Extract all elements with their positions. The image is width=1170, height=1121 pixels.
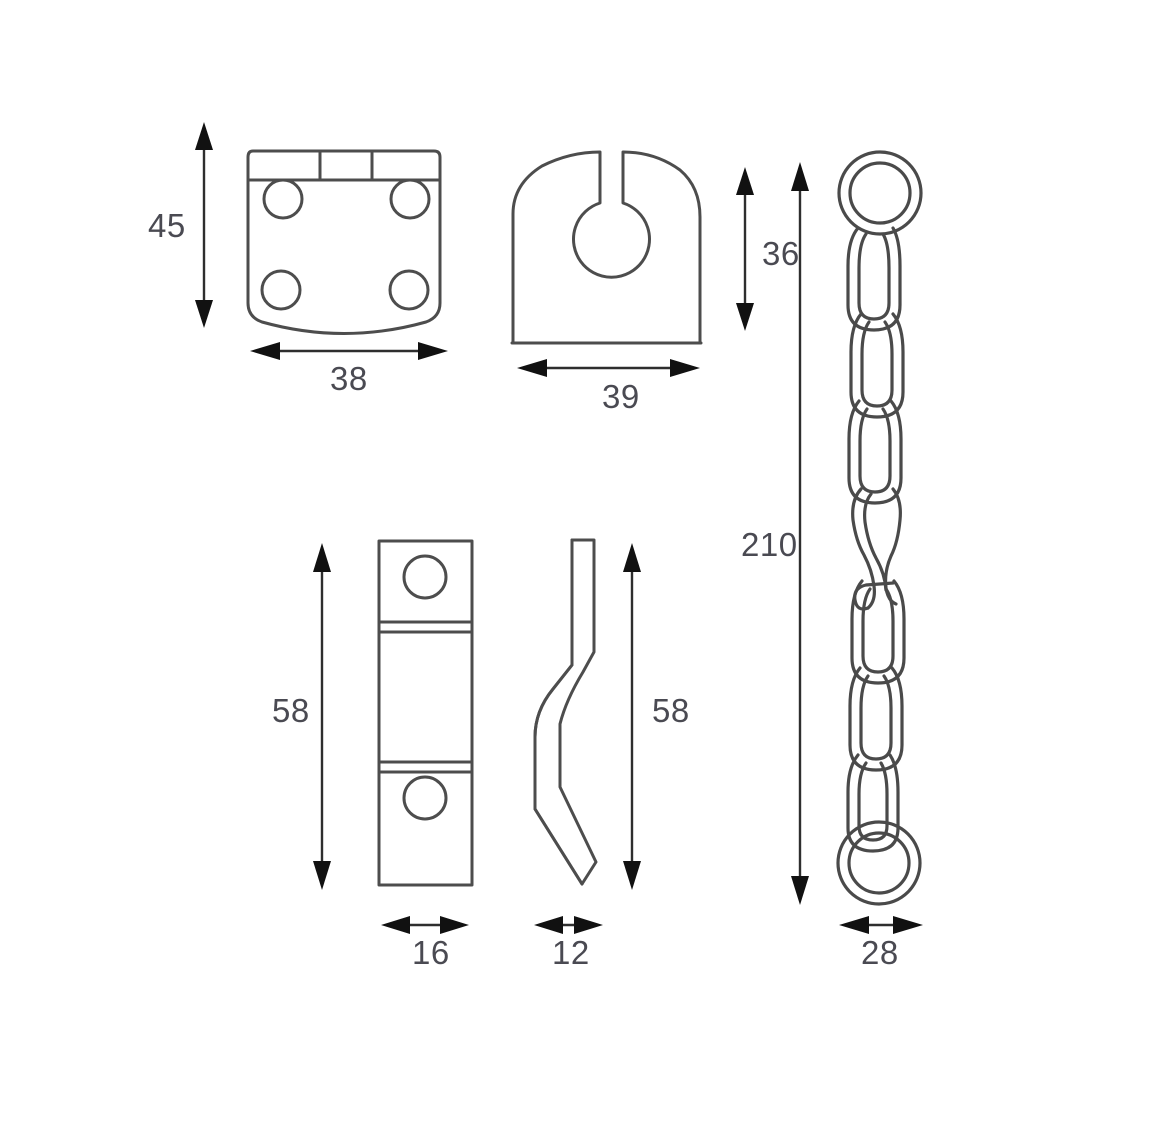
chain-link-5-outer xyxy=(850,579,906,685)
chain-link-6-inner xyxy=(859,674,893,761)
dim-plate-width xyxy=(381,916,469,934)
mounting-plate-outline xyxy=(377,539,474,887)
s-profile-curve xyxy=(533,538,584,886)
chain-ring-bottom-inner xyxy=(847,831,911,895)
dim-keeper-height xyxy=(736,167,754,331)
chain-link-1-inner xyxy=(857,232,891,321)
chain-link-1-outer xyxy=(846,226,902,332)
dim-label-chain-ring-width: 28 xyxy=(861,934,899,971)
chain-ring-top-outer xyxy=(837,150,923,236)
dim-label-keeper-width: 39 xyxy=(602,378,640,415)
dim-label-hinge-height: 45 xyxy=(148,207,186,244)
mounting-plate-hole-top xyxy=(402,554,448,600)
dim-label-profile-height: 58 xyxy=(652,692,690,729)
hinge-hole-top-right xyxy=(389,178,431,220)
hinge-hole-bottom-right xyxy=(388,269,430,311)
mounting-plate-group xyxy=(377,539,474,887)
hinge-plate-group xyxy=(246,149,442,335)
dim-profile-width xyxy=(534,916,603,934)
dim-hinge-height xyxy=(195,122,213,328)
keeper-plate-group xyxy=(510,150,703,345)
dim-keeper-width xyxy=(517,359,700,377)
chain-link-4-inner xyxy=(863,492,888,592)
dim-label-plate-width: 16 xyxy=(412,934,450,971)
dim-chain-length xyxy=(791,162,809,905)
dim-label-plate-height: 58 xyxy=(272,692,310,729)
hinge-plate-outline xyxy=(246,149,442,335)
dim-label-chain-length: 210 xyxy=(741,526,798,563)
chain-link-4-outer xyxy=(851,487,876,610)
s-profile-outline xyxy=(533,538,598,886)
chain-ring-top-inner xyxy=(848,161,912,225)
dim-chain-ring-width xyxy=(839,916,923,934)
chain-link-7-inner xyxy=(857,761,889,842)
chain-link-6-outer xyxy=(848,666,904,772)
chain-link-3-inner xyxy=(858,407,892,494)
chain-link-3-outer xyxy=(847,399,903,505)
hinge-hole-bottom-left xyxy=(260,269,302,311)
dim-profile-height xyxy=(623,543,641,890)
chain-ring-bottom-outer xyxy=(836,820,922,906)
dim-label-keeper-height: 36 xyxy=(762,235,800,272)
hinge-hole-top-left xyxy=(262,178,304,220)
chain-link-2-inner xyxy=(860,320,894,408)
dim-label-profile-width: 12 xyxy=(552,934,590,971)
chain-link-7-outer xyxy=(846,753,900,853)
mounting-plate-hole-bottom xyxy=(402,775,448,821)
dim-label-hinge-width: 38 xyxy=(330,360,368,397)
chain-link-5-inner xyxy=(861,587,895,674)
s-profile-group xyxy=(533,538,598,886)
dim-hinge-width xyxy=(250,342,448,360)
chain-group xyxy=(836,150,923,906)
dim-plate-height xyxy=(313,543,331,890)
keeper-plate-outline xyxy=(511,150,702,345)
chain-link-2-outer xyxy=(849,312,905,419)
